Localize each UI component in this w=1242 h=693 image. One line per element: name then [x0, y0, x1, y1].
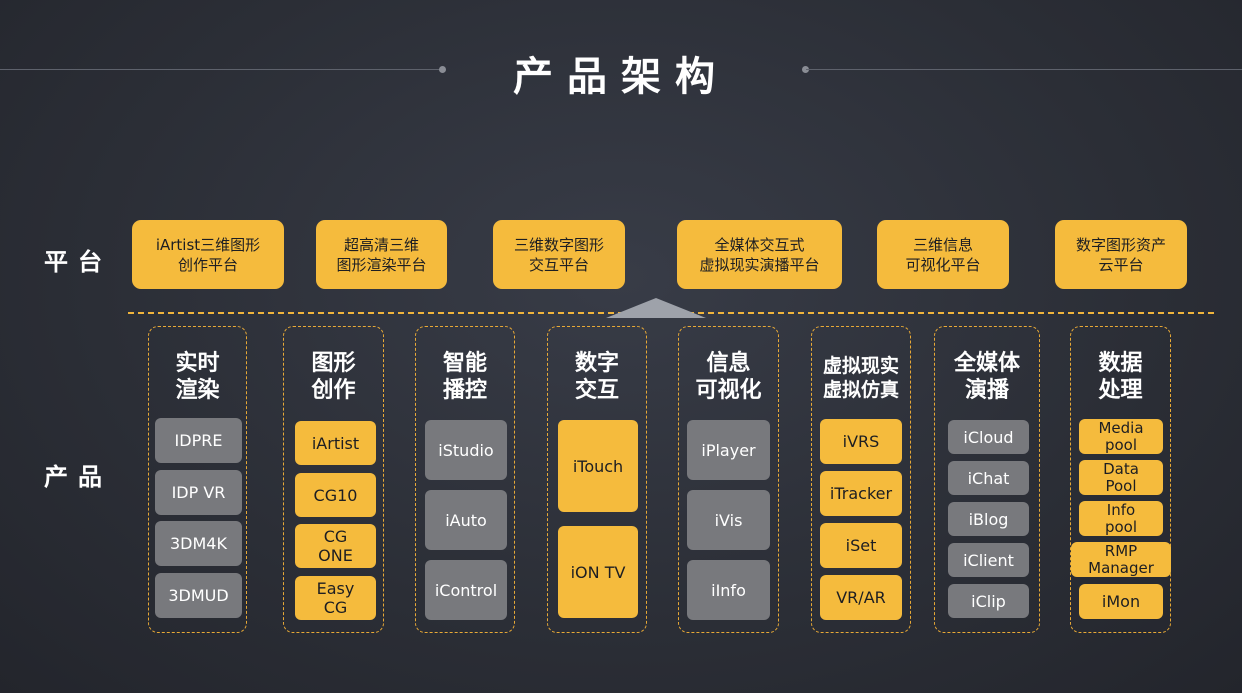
product-istudio[interactable]: iStudio	[425, 420, 507, 480]
product-column-smart-control: 智能 播控 iStudio iAuto iControl	[415, 326, 515, 633]
column-title: 实时 渲染	[175, 351, 220, 403]
product-iblog[interactable]: iBlog	[948, 502, 1029, 536]
product-ichat[interactable]: iChat	[948, 461, 1029, 495]
product-column-data-processing: 数据 处理 Media pool Data Pool Info pool RMP…	[1070, 326, 1171, 633]
product-column-realtime-render: 实时 渲染 IDPRE IDP VR 3DM4K 3DMUD	[148, 326, 247, 633]
row-label-product: 产品	[44, 463, 112, 491]
product-media-pool[interactable]: Media pool	[1079, 419, 1163, 454]
up-arrow-icon	[606, 298, 706, 318]
product-3dm4k[interactable]: 3DM4K	[155, 521, 242, 566]
product-iset[interactable]: iSet	[820, 523, 902, 568]
product-itracker[interactable]: iTracker	[820, 471, 902, 516]
column-title: 信息 可视化	[695, 351, 762, 403]
product-column-vr-simulation: 虚拟现实 虚拟仿真 iVRS iTracker iSet VR/AR	[811, 326, 911, 633]
title-dot-left	[439, 66, 446, 73]
platform-asset-cloud[interactable]: 数字图形资产 云平台	[1055, 220, 1187, 289]
product-iauto[interactable]: iAuto	[425, 490, 507, 550]
column-title: 虚拟现实 虚拟仿真	[822, 355, 899, 401]
product-iinfo[interactable]: iInfo	[687, 560, 770, 620]
product-iclient[interactable]: iClient	[948, 543, 1029, 577]
page-title: 产品架构	[513, 54, 729, 100]
column-title: 数据 处理	[1098, 351, 1143, 403]
platform-3d-interaction[interactable]: 三维数字图形 交互平台	[493, 220, 625, 289]
product-info-pool[interactable]: Info pool	[1079, 501, 1163, 536]
platform-iartist[interactable]: iArtist三维图形 创作平台	[132, 220, 284, 289]
product-ivis[interactable]: iVis	[687, 490, 770, 550]
product-idpre[interactable]: IDPRE	[155, 418, 242, 463]
product-easy-cg[interactable]: Easy CG	[295, 576, 376, 620]
product-cg-one[interactable]: CG ONE	[295, 524, 376, 568]
product-column-graphics-creation: 图形 创作 iArtist CG10 CG ONE Easy CG	[283, 326, 384, 633]
product-column-allmedia-studio: 全媒体 演播 iCloud iChat iBlog iClient iClip	[934, 326, 1040, 633]
product-iplayer[interactable]: iPlayer	[687, 420, 770, 480]
column-title: 数字 交互	[574, 351, 619, 403]
product-ivrs[interactable]: iVRS	[820, 419, 902, 464]
row-label-platform: 平台	[44, 248, 112, 276]
product-ion-tv[interactable]: iON TV	[558, 526, 638, 618]
title-line-left	[0, 69, 440, 70]
product-itouch[interactable]: iTouch	[558, 420, 638, 512]
product-vr-ar[interactable]: VR/AR	[820, 575, 902, 620]
product-iclip[interactable]: iClip	[948, 584, 1029, 618]
platform-3d-visualization[interactable]: 三维信息 可视化平台	[877, 220, 1009, 289]
column-title: 图形 创作	[311, 351, 356, 403]
product-idp-vr[interactable]: IDP VR	[155, 470, 242, 515]
product-column-info-visualization: 信息 可视化 iPlayer iVis iInfo	[678, 326, 779, 633]
product-rmp-manager[interactable]: RMP Manager	[1071, 542, 1171, 577]
platform-allmedia-vr[interactable]: 全媒体交互式 虚拟现实演播平台	[677, 220, 842, 289]
title-dot-right	[802, 66, 809, 73]
title-line-right	[806, 69, 1242, 70]
product-data-pool[interactable]: Data Pool	[1079, 460, 1163, 495]
product-imon[interactable]: iMon	[1079, 584, 1163, 619]
column-title: 全媒体 演播	[953, 351, 1020, 403]
column-title: 智能 播控	[442, 351, 487, 403]
product-icontrol[interactable]: iControl	[425, 560, 507, 620]
product-column-digital-interaction: 数字 交互 iTouch iON TV	[547, 326, 647, 633]
product-icloud[interactable]: iCloud	[948, 420, 1029, 454]
platform-uhd-render[interactable]: 超高清三维 图形渲染平台	[316, 220, 447, 289]
product-iartist[interactable]: iArtist	[295, 421, 376, 465]
product-cg10[interactable]: CG10	[295, 473, 376, 517]
product-3dmud[interactable]: 3DMUD	[155, 573, 242, 618]
